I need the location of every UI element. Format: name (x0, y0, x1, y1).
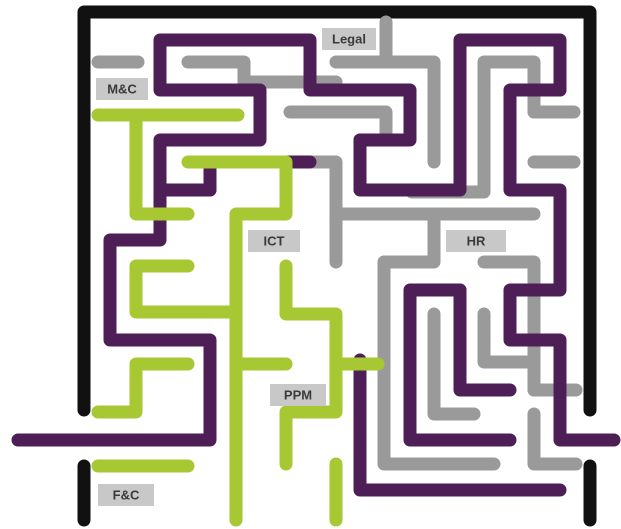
label-hr-text: HR (467, 234, 486, 249)
label-hr: HR (446, 230, 506, 252)
grey-segment (412, 112, 484, 192)
label-ict-text: ICT (264, 234, 285, 249)
label-ppm: PPM (270, 384, 326, 406)
label-mc: M&C (96, 78, 148, 100)
label-ict: ICT (248, 230, 300, 252)
label-legal-text: Legal (332, 32, 366, 47)
label-fc-text: F&C (113, 488, 140, 503)
green-segment (98, 364, 188, 412)
label-fc: F&C (98, 484, 154, 506)
purple-segment (18, 162, 310, 440)
green-segment (136, 266, 236, 312)
green-segment (286, 364, 336, 464)
green-segment (286, 266, 378, 364)
label-ppm-text: PPM (284, 388, 312, 403)
label-legal: Legal (322, 28, 376, 50)
label-mc-text: M&C (107, 82, 137, 97)
